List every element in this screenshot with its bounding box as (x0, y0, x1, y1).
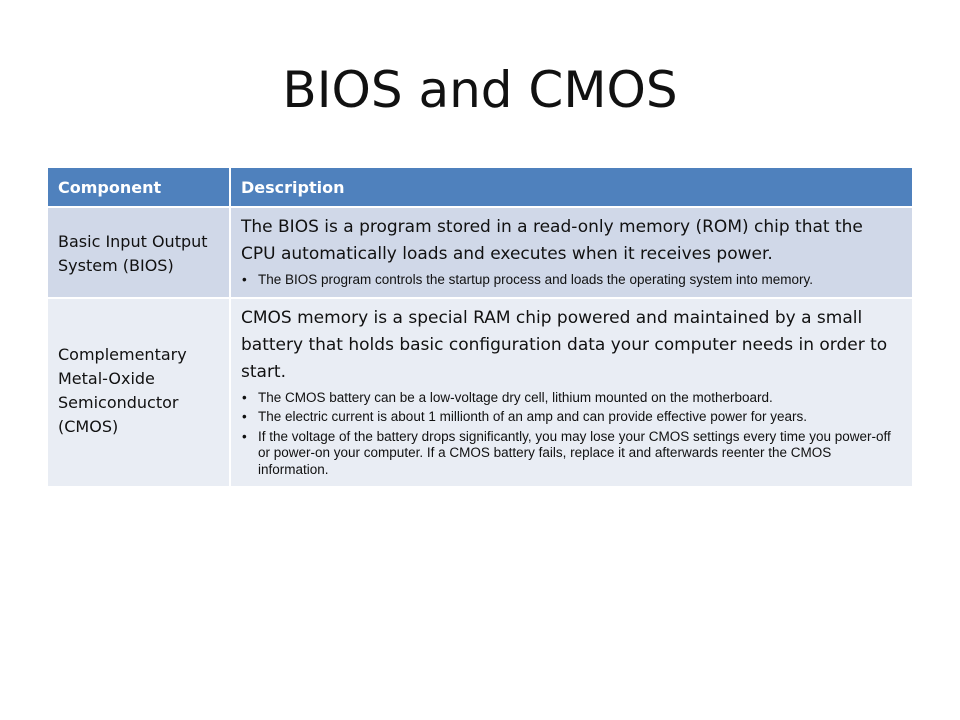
table-row: Complementary Metal-Oxide Semiconductor … (48, 297, 912, 488)
component-table: Component Description Basic Input Output… (48, 168, 912, 488)
header-description: Description (230, 168, 912, 208)
description-cell: The BIOS is a program stored in a read-o… (230, 207, 912, 299)
table-body: Basic Input Output System (BIOS) The BIO… (48, 207, 912, 488)
component-cell: Basic Input Output System (BIOS) (48, 207, 231, 299)
table-header: Component Description (48, 168, 912, 208)
bullet-icon: • (242, 409, 247, 424)
bullet-item: • The BIOS program controls the startup p… (241, 272, 902, 289)
bullet-item: • The CMOS battery can be a low-voltage d… (241, 390, 902, 407)
description-text: CMOS memory is a special RAM chip powere… (241, 307, 888, 382)
description-text: The BIOS is a program stored in a read-o… (241, 217, 863, 264)
bullet-item: • If the voltage of the battery drops sig… (241, 429, 902, 479)
description-cell: CMOS memory is a special RAM chip powere… (230, 297, 912, 488)
bullet-text: If the voltage of the battery drops sign… (258, 428, 891, 477)
bullet-text: The CMOS battery can be a low-voltage dr… (258, 389, 773, 405)
bullet-icon: • (242, 272, 247, 287)
table-container: Component Description Basic Input Output… (48, 168, 912, 488)
bullet-list: • The BIOS program controls the startup p… (241, 272, 902, 289)
component-cell: Complementary Metal-Oxide Semiconductor … (48, 297, 231, 488)
header-row: Component Description (48, 168, 912, 208)
header-component: Component (48, 168, 231, 208)
table-row: Basic Input Output System (BIOS) The BIO… (48, 207, 912, 299)
bullet-item: • The electric current is about 1 million… (241, 409, 902, 426)
bullet-text: The electric current is about 1 milliont… (258, 409, 808, 424)
bullet-text: The BIOS program controls the startup pr… (258, 272, 814, 287)
bullet-list: • The CMOS battery can be a low-voltage d… (241, 390, 902, 479)
bullet-icon: • (242, 428, 247, 444)
bullet-icon: • (242, 389, 247, 405)
slide-title: BIOS and CMOS (282, 61, 678, 119)
